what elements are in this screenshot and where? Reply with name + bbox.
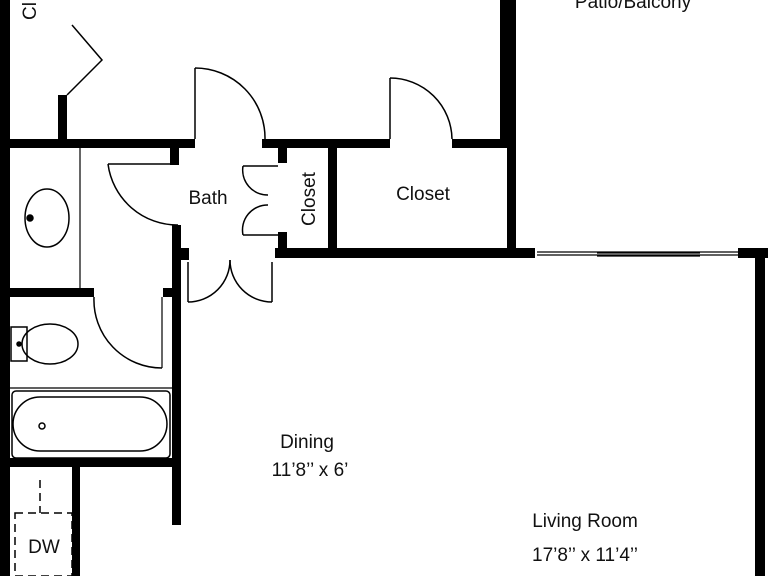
sink-icon bbox=[24, 188, 70, 248]
fixture-lines bbox=[10, 148, 738, 389]
bath-door-swing bbox=[107, 163, 179, 226]
dining-size-label: 11’8’’ x 6’ bbox=[272, 460, 349, 481]
closet-door-swing bbox=[389, 77, 453, 140]
faucet-icon bbox=[26, 214, 34, 222]
toilet-icon bbox=[10, 323, 79, 365]
living-label: Living Room bbox=[532, 511, 638, 532]
closet-small-label: Closet bbox=[299, 171, 320, 226]
fixtures bbox=[10, 188, 171, 576]
living-size-label: 17’8’’ x 11’4’’ bbox=[532, 545, 638, 566]
dishwasher-label: DW bbox=[28, 537, 60, 558]
dishwasher-icon bbox=[14, 480, 73, 576]
doors bbox=[66, 24, 453, 369]
labels: Cl Patio/Balcony Bath Closet Closet Dini… bbox=[20, 0, 692, 566]
bath-label: Bath bbox=[188, 188, 227, 209]
patio-label: Patio/Balcony bbox=[575, 0, 692, 13]
dining-label: Dining bbox=[280, 432, 334, 453]
closet-cut-label: Cl bbox=[20, 2, 41, 20]
bathtub-icon bbox=[11, 390, 171, 459]
bedroom-door-swing bbox=[194, 67, 266, 140]
closet-large-label: Closet bbox=[396, 184, 451, 205]
bifold-door bbox=[66, 24, 104, 96]
